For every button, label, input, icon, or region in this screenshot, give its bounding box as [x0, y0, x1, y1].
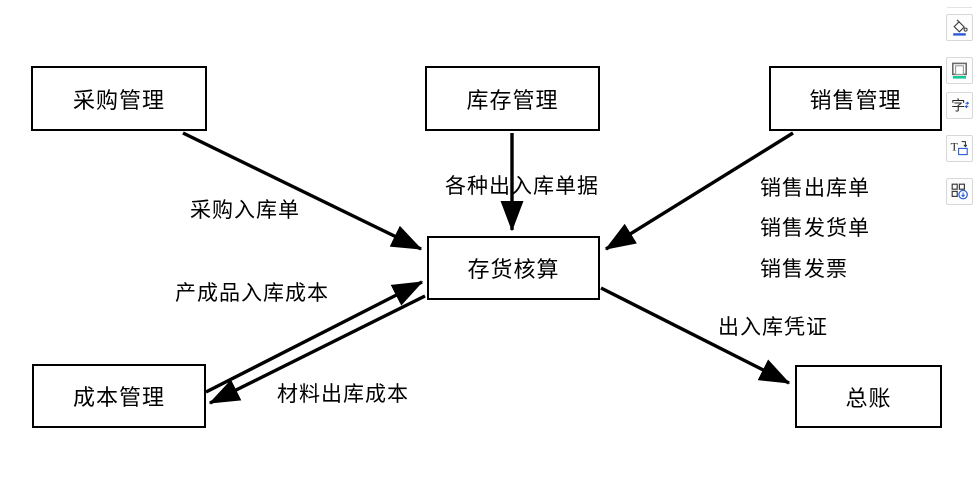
node-purchase-management[interactable]: 采购管理	[31, 66, 207, 131]
edge-label-purchase-receipt: 采购入库单	[190, 198, 300, 222]
node-label: 成本管理	[72, 385, 165, 410]
text-character-icon: 字	[951, 98, 969, 114]
svg-text:字: 字	[951, 98, 965, 114]
arrow-sales-to-accounting[interactable]	[604, 131, 794, 251]
right-toolbar: 字 T	[944, 0, 975, 478]
text-to-shape-button[interactable]: T	[946, 135, 973, 162]
text-style-button[interactable]: 字	[946, 92, 973, 119]
edge-label-warehouse-documents: 各种出入库单据	[445, 174, 599, 198]
edge-label-sales-invoice: 销售发票	[760, 257, 848, 281]
edge-label-warehouse-voucher: 出入库凭证	[718, 315, 828, 339]
node-label: 采购管理	[72, 87, 165, 113]
paint-bucket-icon	[953, 19, 968, 36]
shape-outline-icon	[951, 62, 967, 79]
fill-color-button[interactable]	[946, 14, 973, 41]
text-in-box-icon: T	[951, 140, 968, 156]
node-inventory-management[interactable]: 库存管理	[425, 66, 600, 131]
node-label: 库存管理	[466, 87, 559, 113]
node-cost-management[interactable]: 成本管理	[32, 364, 206, 428]
edge-label-material-issue-cost: 材料出库成本	[277, 382, 409, 406]
edge-label-sales-delivery-note: 销售发货单	[760, 216, 870, 240]
edge-label-sales-issue-note: 销售出库单	[760, 176, 870, 200]
toolbar-divider	[947, 7, 972, 8]
node-general-ledger[interactable]: 总账	[795, 365, 942, 428]
node-label: 存货核算	[467, 257, 560, 282]
arrow-purchase-to-accounting[interactable]	[182, 131, 423, 251]
svg-text:T: T	[951, 140, 959, 154]
shape-grid-icon	[951, 183, 968, 200]
node-inventory-accounting[interactable]: 存货核算	[427, 236, 600, 300]
arrow-accounting-to-cost[interactable]	[208, 294, 426, 405]
shape-border-button[interactable]	[946, 57, 973, 84]
arrow-cost-to-accounting[interactable]	[205, 280, 424, 394]
node-label: 总账	[845, 385, 892, 411]
arrow-accounting-to-ledger[interactable]	[600, 286, 791, 385]
shape-gallery-button[interactable]	[946, 178, 973, 205]
edge-label-finished-goods-cost: 产成品入库成本	[175, 281, 329, 305]
node-sales-management[interactable]: 销售管理	[769, 66, 942, 131]
node-label: 销售管理	[809, 87, 902, 113]
